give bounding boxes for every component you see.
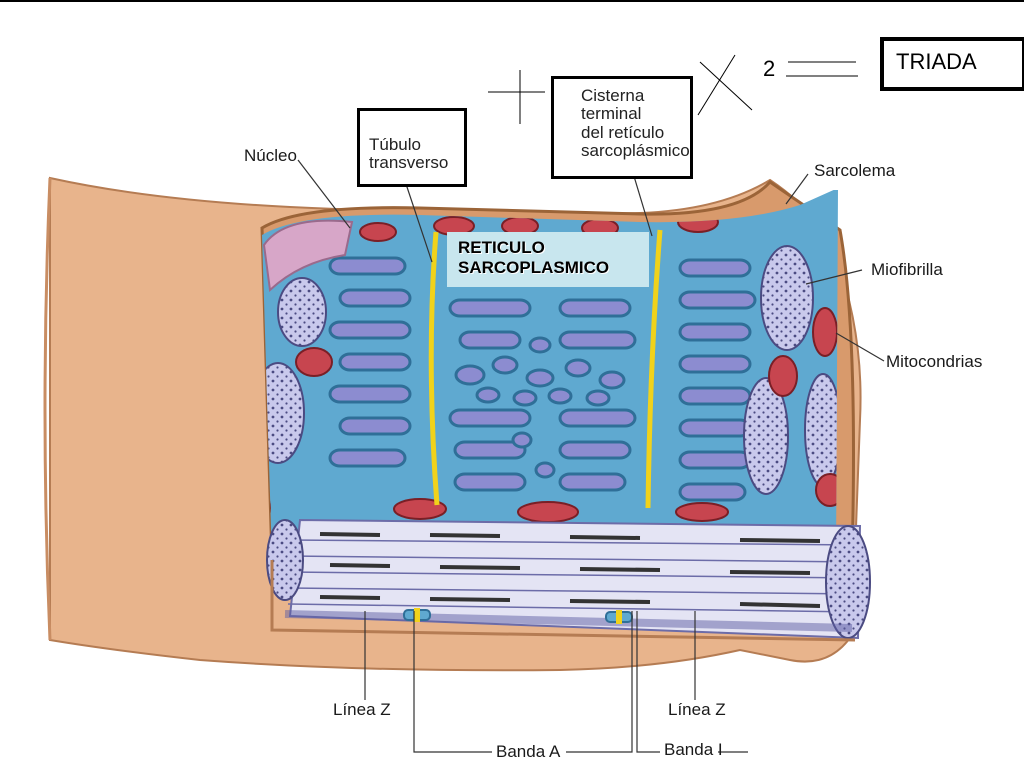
label-mitocondrias: Mitocondrias [886, 352, 983, 371]
myofibril-bundle [266, 518, 871, 642]
triada-box: TRIADA [880, 37, 1024, 91]
t-tubule-right [645, 229, 663, 509]
reticulum-lobes [328, 256, 757, 502]
pointer-lines [297, 159, 885, 753]
triada-label: TRIADA [896, 49, 977, 74]
label-banda-a: Banda A [496, 742, 561, 761]
label-nucleo: Núcleo [244, 146, 297, 165]
reticulum-network [454, 336, 626, 479]
myofibril-end-section [825, 525, 871, 639]
label-sarcolema: Sarcolema [814, 161, 896, 180]
tubulo-transverso-box: Túbulo transverso [357, 108, 467, 187]
fiber-left-edge [43, 177, 52, 641]
reticulo-sarcoplasmico-label: RETICULO SARCOPLASMICO [458, 238, 610, 278]
cisterna-terminal-label: Cisterna terminal del retículo sarcoplás… [581, 86, 690, 161]
right-myofibril-sections [743, 245, 838, 495]
reticulo-sarcoplasmico-box: RETICULO SARCOPLASMICO [447, 232, 649, 287]
annotation-number-2: 2 [763, 56, 776, 81]
t-tubule-left [428, 231, 440, 506]
tubulo-transverso-label: Túbulo transverso [369, 135, 449, 173]
cisterna-terminal-box: Cisterna terminal del retículo sarcoplás… [551, 76, 693, 179]
label-linea-z-right: Línea Z [668, 700, 726, 719]
label-banda-i: Banda I [664, 740, 723, 759]
label-linea-z-left: Línea Z [333, 700, 391, 719]
lower-triad-markers [403, 608, 633, 624]
annotation-marks [488, 54, 858, 124]
label-miofibrilla: Miofibrilla [871, 260, 943, 279]
nucleus-shape [262, 219, 354, 293]
